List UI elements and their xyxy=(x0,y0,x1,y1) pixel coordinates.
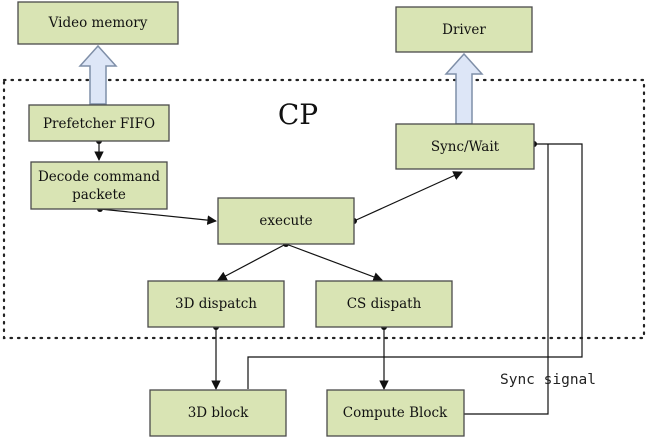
cp-region-label: CP xyxy=(278,98,318,131)
prefetcher-fifo-label: Prefetcher FIFO xyxy=(43,116,155,132)
execute-label: execute xyxy=(259,213,312,229)
decode-command-box: Decode command packete xyxy=(30,161,168,210)
prefetcher-to-video-memory-arrow xyxy=(78,44,118,105)
execute-to-cs-dispatch-connector xyxy=(285,243,383,282)
sync-signal-label: Sync signal xyxy=(500,372,596,388)
sync-wait-to-driver-arrow xyxy=(444,52,484,125)
driver-box: Driver xyxy=(395,6,533,53)
execute-to-3d-dispatch-connector xyxy=(217,243,287,281)
sync-wait-box: Sync/Wait xyxy=(395,123,535,170)
video-memory-label: Video memory xyxy=(48,15,148,31)
sync-signal-line-3d-block xyxy=(247,143,583,389)
execute-box: execute xyxy=(217,197,355,245)
decode-to-execute-connector xyxy=(99,208,217,225)
video-memory-box: Video memory xyxy=(17,1,179,45)
3d-block-label: 3D block xyxy=(188,405,249,421)
cs-dispatch-box: CS dispath xyxy=(315,280,453,328)
cp-region-border xyxy=(2,78,646,340)
3d-dispatch-label: 3D dispatch xyxy=(175,296,257,312)
compute-block-label: Compute Block xyxy=(343,405,448,421)
driver-label: Driver xyxy=(442,22,486,38)
connectors xyxy=(94,141,583,415)
decode-command-label-line2: packete xyxy=(72,187,126,203)
cs-dispatch-label: CS dispath xyxy=(347,296,422,312)
sync-wait-label: Sync/Wait xyxy=(431,139,500,155)
sync-signal-line-compute-block xyxy=(464,144,549,415)
prefetcher-fifo-box: Prefetcher FIFO xyxy=(28,104,170,142)
compute-block-box: Compute Block xyxy=(326,389,465,437)
decode-command-label-line1: Decode command xyxy=(38,169,160,185)
execute-to-sync-wait-connector xyxy=(353,171,463,222)
3d-block-box: 3D block xyxy=(149,389,287,437)
3d-dispatch-box: 3D dispatch xyxy=(147,280,285,328)
